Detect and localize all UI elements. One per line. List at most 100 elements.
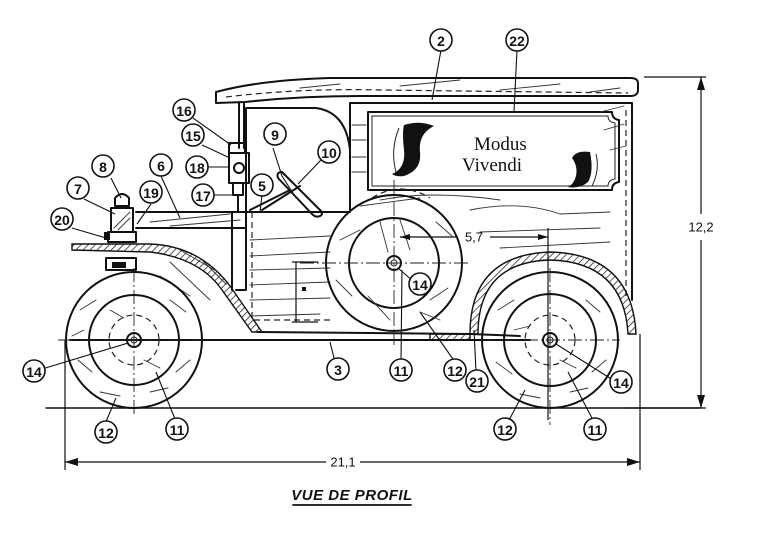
part-balloon-11: 11: [389, 358, 413, 382]
balloon-circle: [181, 123, 205, 147]
balloon-circle: [91, 154, 115, 178]
part-balloon-3: 3: [326, 357, 350, 381]
balloon-number: 8: [99, 159, 107, 175]
balloon-circle: [317, 140, 341, 164]
balloon-circle: [66, 176, 90, 200]
balloon-number: 21: [469, 374, 485, 390]
balloon-number: 7: [74, 181, 82, 197]
balloon-circle: [465, 369, 489, 393]
balloon-circle: [493, 417, 517, 441]
part-balloon-21: 21: [465, 369, 489, 393]
balloon-circle: [609, 370, 633, 394]
balloon-circle: [22, 359, 46, 383]
balloon-circle: [191, 183, 215, 207]
part-balloon-6: 6: [149, 153, 173, 177]
headlamp: [104, 193, 137, 271]
balloon-number: 14: [412, 277, 428, 293]
balloon-number: 22: [509, 33, 525, 49]
balloon-circle: [429, 28, 453, 52]
balloon-circle: [165, 417, 189, 441]
balloon-circle: [139, 180, 163, 204]
balloon-number: 11: [394, 363, 409, 379]
balloon-circle: [50, 207, 74, 231]
balloon-circle: [263, 122, 287, 146]
balloon-number: 5: [258, 178, 266, 194]
side-lamp: [228, 142, 250, 213]
part-balloon-17: 17: [191, 183, 215, 207]
part-balloon-2: 2: [429, 28, 453, 52]
logo-left: [392, 122, 434, 177]
dimension-length: 21,1: [64, 334, 641, 470]
balloon-circle: [172, 98, 196, 122]
height-value: 12,2: [688, 220, 713, 235]
balloon-number: 14: [613, 375, 629, 391]
rear-fender: [469, 251, 637, 335]
balloon-number: 10: [321, 145, 337, 161]
offset-value: 5,7: [465, 230, 483, 245]
sign-panel: [367, 111, 620, 191]
part-balloon-14: 14: [408, 272, 432, 296]
part-balloon-5: 5: [250, 173, 274, 197]
part-balloon-18: 18: [185, 155, 209, 179]
part-balloon-7: 7: [66, 176, 90, 200]
part-balloon-19: 19: [139, 180, 163, 204]
roof: [215, 77, 639, 104]
drawing-caption: VUE DE PROFIL: [291, 487, 413, 504]
logo-right: [568, 151, 592, 188]
part-balloon-16: 16: [172, 98, 196, 122]
part-balloon-8: 8: [91, 154, 115, 178]
van-body: Modus Vivendi: [69, 77, 639, 341]
balloon-circle: [408, 272, 432, 296]
balloon-number: 6: [157, 158, 165, 174]
part-balloon-12: 12: [493, 417, 517, 441]
rear-wheel: [480, 268, 620, 425]
balloon-circle: [389, 358, 413, 382]
balloon-number: 15: [185, 128, 201, 144]
dimension-offset: 5,7: [400, 228, 549, 420]
sign-text-line1: Modus: [474, 134, 527, 155]
part-balloon-20: 20: [50, 207, 74, 231]
part-balloon-22: 22: [505, 28, 529, 52]
dimension-height: 12,2: [624, 76, 714, 409]
part-balloon-11: 11: [583, 417, 607, 441]
part-balloon-12: 12: [94, 420, 118, 444]
part-balloon-9: 9: [263, 122, 287, 146]
balloon-number: 12: [98, 425, 114, 441]
part-balloon-15: 15: [181, 123, 205, 147]
balloon-number: 20: [54, 212, 70, 228]
balloon-number: 2: [437, 33, 445, 49]
balloon-circle: [185, 155, 209, 179]
part-balloon-10: 10: [317, 140, 341, 164]
balloon-circle: [94, 420, 118, 444]
balloon-number: 14: [26, 364, 42, 380]
part-balloon-11: 11: [165, 417, 189, 441]
part-balloon-14: 14: [609, 370, 633, 394]
balloon-circle: [505, 28, 529, 52]
balloon-number: 17: [195, 188, 211, 204]
hood: [135, 211, 247, 229]
sign-text-line2: Vivendi: [462, 155, 522, 176]
balloon-circle: [583, 417, 607, 441]
middle-spare-wheel: [300, 180, 470, 345]
steering-wheel: [249, 171, 323, 218]
part-balloon-12: 12: [443, 358, 467, 382]
balloon-number: 11: [170, 422, 185, 438]
cab-window: [245, 107, 351, 213]
balloon-circle: [149, 153, 173, 177]
balloon-number: 19: [143, 185, 159, 201]
balloon-circle: [326, 357, 350, 381]
part-balloon-14: 14: [22, 359, 46, 383]
leader-lines: [41, 49, 617, 425]
balloon-number: 12: [447, 363, 463, 379]
balloon-number: 18: [189, 160, 205, 176]
balloon-number: 9: [271, 127, 279, 143]
balloon-number: 3: [334, 362, 342, 378]
balloon-circle: [443, 358, 467, 382]
balloon-circle: [250, 173, 274, 197]
balloon-number: 16: [176, 103, 192, 119]
front-wheel: [58, 268, 212, 415]
front-fender: [71, 243, 264, 333]
balloon-number: 11: [588, 422, 603, 438]
